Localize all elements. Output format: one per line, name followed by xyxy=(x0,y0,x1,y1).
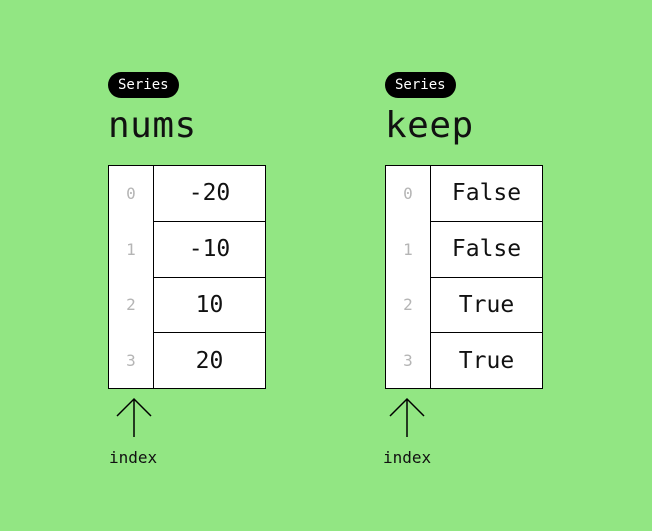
index-cell: 3 xyxy=(386,332,430,388)
index-cell: 3 xyxy=(109,332,153,388)
value-cell: True xyxy=(458,347,515,374)
series-name: keep xyxy=(385,105,474,146)
series-nums: Series nums 0 1 2 3 -20 -10 10 20 index xyxy=(108,72,266,467)
index-label: index xyxy=(109,448,158,467)
series-badge: Series xyxy=(385,72,456,98)
series-keep: Series keep 0 1 2 3 False False True Tru… xyxy=(383,72,543,467)
index-cell: 0 xyxy=(386,166,430,222)
value-column: False False True True xyxy=(431,166,542,388)
index-cell: 0 xyxy=(109,166,153,222)
value-cell: True xyxy=(431,278,542,334)
index-column: 0 1 2 3 xyxy=(386,166,431,388)
index-cell: 1 xyxy=(109,221,153,277)
index-cell: 1 xyxy=(386,221,430,277)
index-label: index xyxy=(383,448,432,467)
series-name: nums xyxy=(108,105,197,146)
value-cell: 20 xyxy=(195,347,224,374)
value-cell: False xyxy=(431,166,542,222)
series-badge: Series xyxy=(108,72,179,98)
series-table: 0 1 2 3 -20 -10 10 20 xyxy=(108,165,266,389)
up-arrow-icon xyxy=(116,397,152,437)
index-column: 0 1 2 3 xyxy=(109,166,154,388)
value-cell: False xyxy=(431,222,542,278)
value-cell: -10 xyxy=(154,222,265,278)
index-cell: 2 xyxy=(386,277,430,333)
up-arrow-icon xyxy=(389,397,425,437)
index-cell: 2 xyxy=(109,277,153,333)
value-cell: 10 xyxy=(154,278,265,334)
value-column: -20 -10 10 20 xyxy=(154,166,265,388)
series-table: 0 1 2 3 False False True True xyxy=(385,165,543,389)
value-cell: -20 xyxy=(154,166,265,222)
